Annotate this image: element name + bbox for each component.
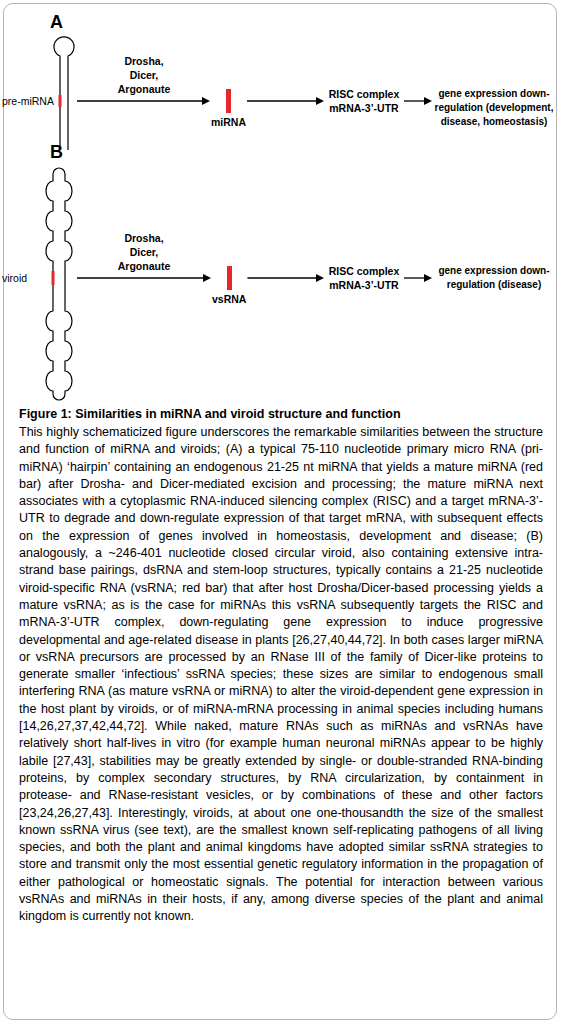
flow-arrow <box>77 274 211 282</box>
process-text: RISC complex mRNA-3’-UTR <box>325 87 403 115</box>
process-text: gene expression down-regulation (disease… <box>433 264 555 292</box>
pre-mirna-hairpin <box>54 37 74 150</box>
panel-letter: A <box>50 12 63 32</box>
figure-title: Figure 1: Similarities in miRNA and viro… <box>19 406 543 423</box>
rna-structure: pre-miRNA <box>0 30 76 152</box>
arrow-head <box>424 274 432 282</box>
red-bar <box>227 266 232 290</box>
arrow-head <box>316 97 324 105</box>
structure-label: viroid <box>2 271 76 285</box>
process-text: RISC complex mRNA-3’-UTR <box>325 264 403 292</box>
arrow-line <box>247 100 317 101</box>
process-text: RISC complex mRNA-3’-UTR <box>325 264 403 292</box>
arrow-head <box>424 97 432 105</box>
flow-arrow <box>247 97 324 105</box>
small-rna: miRNA <box>211 89 246 129</box>
arrow-head <box>202 97 210 105</box>
mirna-mark <box>59 95 62 107</box>
arrow-line <box>404 277 425 278</box>
viroid-rod <box>46 168 72 400</box>
arrow-head <box>316 274 324 282</box>
process-text: gene expression down-regulation (disease… <box>433 264 555 292</box>
figure-caption: This highly schematicized figure undersc… <box>19 424 543 926</box>
rna-label: miRNA <box>211 115 246 129</box>
process-text: RISC complex mRNA-3’-UTR <box>325 87 403 115</box>
viroid-outline <box>46 168 72 400</box>
arrow-line <box>247 277 317 278</box>
rna-label: vsRNA <box>212 292 246 306</box>
flow-arrow <box>247 274 324 282</box>
flow-arrow <box>404 274 432 282</box>
structure-label: pre-miRNA <box>2 94 76 108</box>
process-text: gene expression down-regulation (develop… <box>433 87 555 129</box>
panel-letter: B <box>50 142 63 162</box>
small-rna: vsRNA <box>212 266 246 306</box>
arrow-head <box>203 274 211 282</box>
process-text: gene expression down-regulation (develop… <box>433 87 555 129</box>
arrow-line <box>404 100 425 101</box>
edge-label: Drosha, Dicer, Argonaute <box>113 54 175 96</box>
edge-label: Drosha, Dicer, Argonaute <box>113 231 175 273</box>
arrow-line <box>77 100 203 101</box>
arrow-line <box>77 277 204 278</box>
flow-arrow <box>77 97 210 105</box>
vsrna-mark <box>52 271 55 285</box>
rna-structure: viroid <box>0 162 76 398</box>
flow-arrow <box>404 97 432 105</box>
red-bar <box>226 89 231 113</box>
